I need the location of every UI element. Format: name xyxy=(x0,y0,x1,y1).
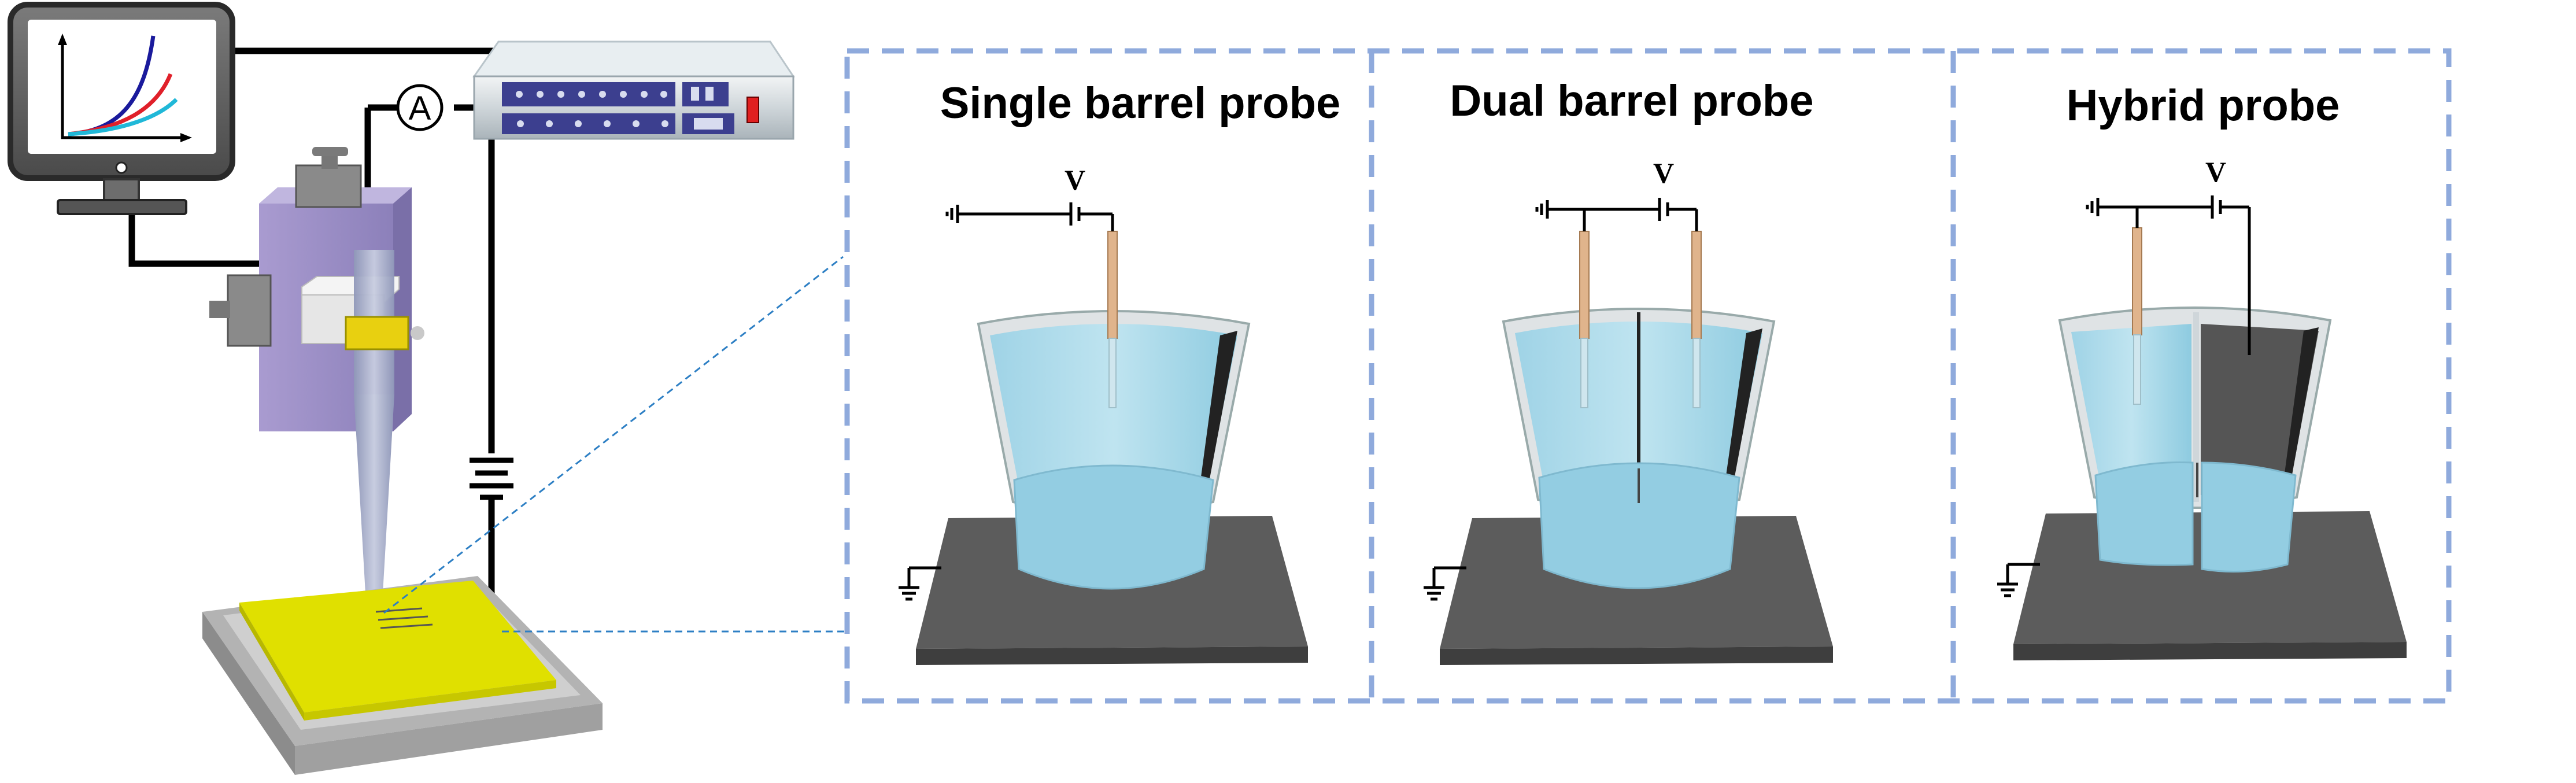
scanner-block xyxy=(209,147,424,630)
cup xyxy=(977,310,1251,590)
panel-hybrid: V xyxy=(1997,156,2407,660)
instrument-setup: A xyxy=(8,2,795,775)
electrode xyxy=(1107,231,1118,408)
zoom-guide-lines xyxy=(383,256,845,633)
voltage-label: V xyxy=(1065,164,1085,196)
controller-box xyxy=(472,40,795,140)
voltage-label: V xyxy=(1653,157,1674,189)
panel-title-hybrid: Hybrid probe xyxy=(2067,81,2340,130)
ammeter-label: A xyxy=(409,90,431,127)
cup xyxy=(2058,306,2332,573)
curve-3 xyxy=(68,98,178,136)
computer-monitor xyxy=(8,2,235,215)
panels-frame xyxy=(844,48,2452,704)
ammeter: A xyxy=(396,84,443,131)
sample-stage xyxy=(202,576,603,775)
circuit xyxy=(1424,198,1698,601)
electrode xyxy=(2132,227,2142,405)
panel-title-single-barrel: Single barrel probe xyxy=(940,79,1341,128)
circuit xyxy=(1997,195,2251,597)
electrode-right xyxy=(1691,231,1702,408)
electrode-left xyxy=(1579,231,1590,408)
circuit xyxy=(899,202,1114,601)
monitor-plot xyxy=(58,34,192,142)
probe-panels xyxy=(844,48,2452,704)
battery-symbol xyxy=(463,453,520,500)
panel-dual-barrel: V xyxy=(1424,157,1833,665)
panel-single-barrel: V xyxy=(899,164,1308,665)
panel-title-dual-barrel: Dual barrel probe xyxy=(1450,76,1813,125)
voltage-label: V xyxy=(2205,156,2226,188)
